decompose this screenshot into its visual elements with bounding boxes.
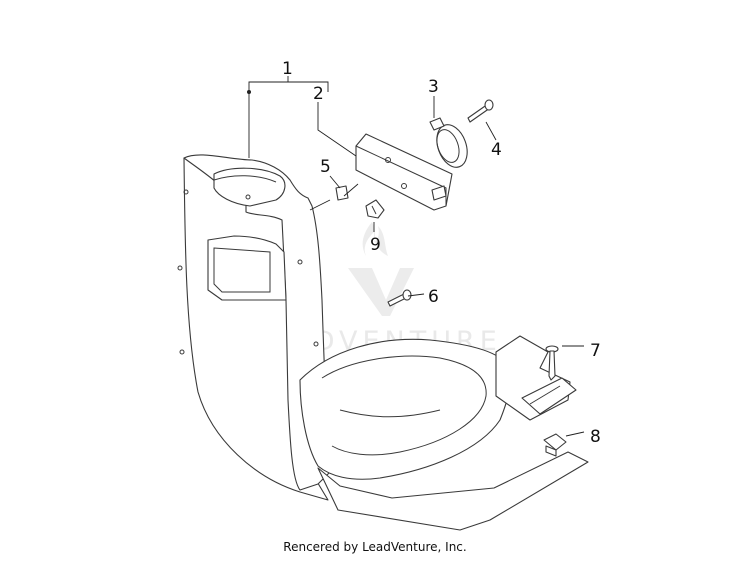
screw-part-7 bbox=[545, 345, 559, 381]
footer-credit: Rencered by LeadVenture, Inc. bbox=[283, 540, 467, 554]
callout-1: 1 bbox=[282, 59, 293, 79]
clip-nut-part-8 bbox=[543, 433, 567, 457]
callout-4: 4 bbox=[491, 140, 502, 160]
callout-3: 3 bbox=[428, 77, 439, 97]
callout-2: 2 bbox=[313, 84, 324, 104]
watermark-v-logo bbox=[348, 268, 414, 316]
callout-7: 7 bbox=[590, 341, 601, 361]
callout-6: 6 bbox=[428, 287, 439, 307]
front-panel-part bbox=[177, 154, 589, 531]
callout-labels: 1 2 3 4 5 6 7 8 9 bbox=[282, 59, 601, 447]
clip-part-9 bbox=[365, 199, 385, 219]
round-cap-part bbox=[429, 117, 468, 168]
leader-lines bbox=[247, 76, 585, 437]
clip-part-5 bbox=[335, 185, 349, 201]
callout-8: 8 bbox=[590, 427, 601, 447]
callout-5: 5 bbox=[320, 157, 331, 177]
screw-part-4 bbox=[467, 99, 494, 123]
watermark-flame-icon bbox=[362, 222, 388, 256]
screw-part-6 bbox=[387, 289, 412, 307]
callout-9: 9 bbox=[370, 235, 381, 255]
reflector-plate-part bbox=[355, 133, 453, 211]
